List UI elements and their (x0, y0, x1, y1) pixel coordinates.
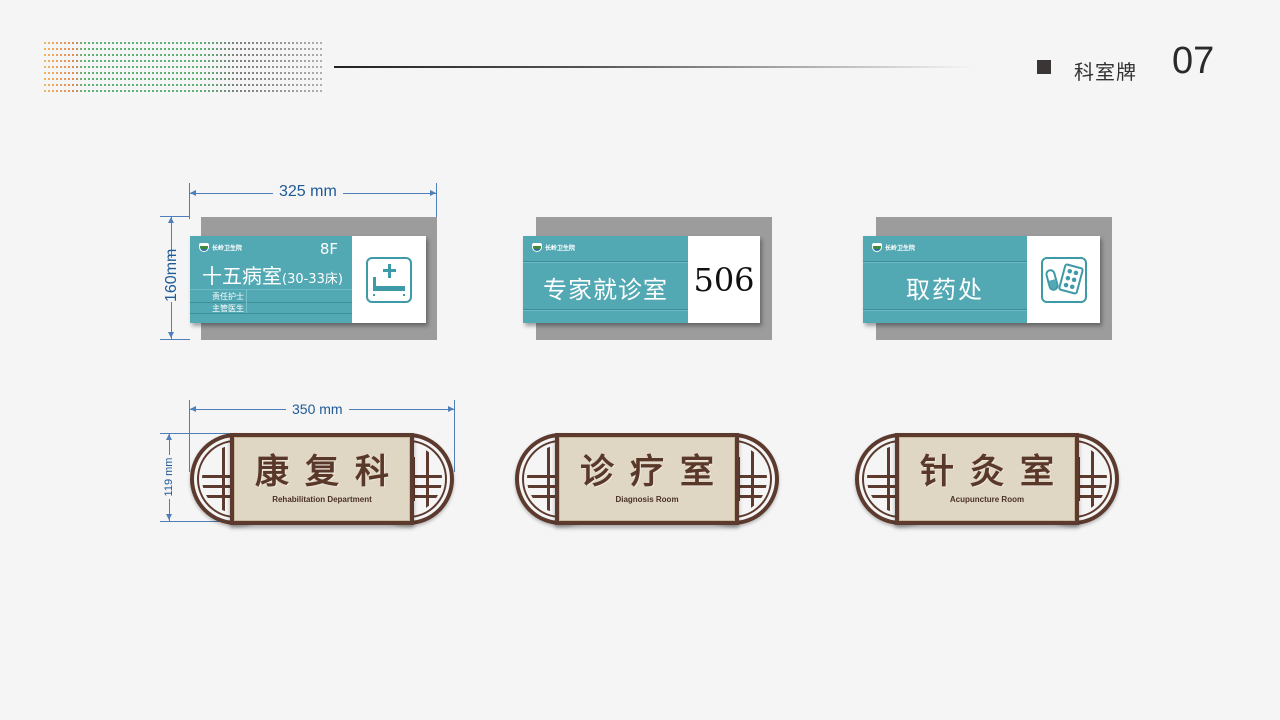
hospital-emblem-icon (872, 243, 882, 252)
modern-width-label: 325 mm (273, 183, 343, 201)
medicine-pills-icon (1040, 256, 1087, 303)
hospital-logo: 长岭卫生院 (199, 243, 242, 252)
ward-sign: 长岭卫生院 8F 十五病室(30-33床) 责任护士 主管医生 (190, 236, 426, 323)
department-name-en: Diagnosis Room (615, 495, 679, 505)
pharmacy-sign: 长岭卫生院 取药处 (863, 236, 1100, 323)
room-title: 十五病室(30-33床) (202, 260, 343, 289)
staff-row-doctor: 主管医生 (212, 304, 244, 313)
department-name-en: Rehabilitation Department (272, 495, 372, 505)
floor-label: 8F (319, 240, 338, 258)
header-divider-line (334, 66, 974, 68)
room-number: 506 (693, 260, 755, 299)
rehabilitation-sign: 康复科 Rehabilitation Department (190, 433, 454, 525)
acupuncture-room-sign: 针灸室 Acupuncture Room (855, 433, 1119, 525)
hospital-bed-icon (366, 256, 412, 303)
department-name-cn: 康复科 (255, 451, 405, 492)
room-name: 专家就诊室 (543, 276, 668, 304)
staff-row-nurse: 责任护士 (212, 292, 244, 301)
room-detail: (30-33床) (282, 272, 343, 287)
page-number: 07 (1172, 40, 1215, 82)
hospital-emblem-icon (199, 243, 209, 252)
diagnosis-room-sign: 诊疗室 Diagnosis Room (515, 433, 779, 525)
hospital-logo: 长岭卫生院 (532, 243, 575, 252)
hospital-emblem-icon (532, 243, 542, 252)
traditional-height-label: 119 mm (161, 455, 177, 499)
department-name-en: Acupuncture Room (949, 495, 1025, 505)
specialist-room-sign: 长岭卫生院 专家就诊室 506 (523, 236, 760, 323)
room-name: 取药处 (906, 276, 984, 304)
department-name-cn: 诊疗室 (580, 451, 730, 492)
section-bullet-icon (1037, 60, 1051, 74)
room-name: 十五病室 (202, 264, 282, 288)
hospital-logo: 长岭卫生院 (872, 243, 915, 252)
department-name-cn: 针灸室 (920, 451, 1070, 492)
traditional-width-label: 350 mm (286, 401, 349, 417)
modern-height-label: 160mm (158, 249, 186, 302)
header-decorative-pattern (44, 42, 324, 92)
section-title: 科室牌 (1074, 60, 1137, 84)
